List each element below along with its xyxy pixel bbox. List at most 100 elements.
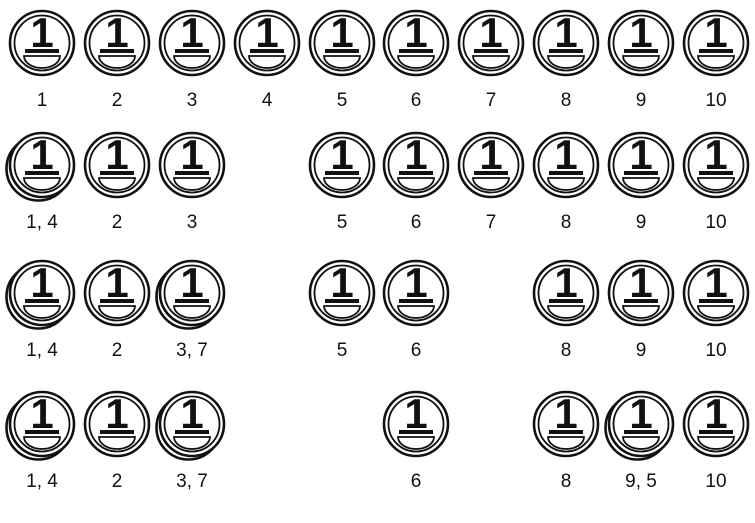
coin-label: 9, 5 <box>625 471 657 492</box>
coin-numeral: 1 <box>30 9 53 56</box>
coin-stack: 1 10 <box>684 131 748 233</box>
coin-label: 10 <box>705 212 726 233</box>
coin-label: 10 <box>705 340 726 361</box>
coin-stack: 15 <box>310 259 374 361</box>
coin-label: 8 <box>561 90 572 111</box>
coin-label: 4 <box>262 90 273 111</box>
coin-stack: 16 <box>384 259 448 361</box>
coin-label: 5 <box>337 90 348 111</box>
coin-numeral: 1 <box>629 131 652 178</box>
coin-numeral: 1 <box>554 131 577 178</box>
coin-stack: 14 <box>235 9 299 111</box>
coin-numeral: 1 <box>105 259 128 306</box>
coin-numeral: 1 <box>180 9 203 56</box>
coin-numeral: 1 <box>30 131 53 178</box>
coin-label: 6 <box>411 340 422 361</box>
coin-label: 8 <box>561 212 572 233</box>
coin-stack: 1 9, 5 <box>606 390 674 492</box>
coin-numeral: 1 <box>479 131 502 178</box>
coin-label: 3 <box>187 90 198 111</box>
coin-numeral: 1 <box>554 259 577 306</box>
coin-stack: 17 <box>459 9 523 111</box>
coin-numeral: 1 <box>629 9 652 56</box>
coin-label: 3, 7 <box>176 471 208 492</box>
coin-label: 2 <box>112 90 123 111</box>
coin-stack: 1 1, 4 <box>7 259 75 361</box>
coin-numeral: 1 <box>554 390 577 437</box>
coin-numeral: 1 <box>105 390 128 437</box>
coin-stack: 1 1, 4 <box>7 131 75 233</box>
coin-stack: 18 <box>534 131 598 233</box>
coin-label: 5 <box>337 340 348 361</box>
coin-stack: 18 <box>534 390 598 492</box>
coin-label: 1 <box>37 90 48 111</box>
coin-stack: 1 1, 4 <box>7 390 75 492</box>
coin-label: 9 <box>636 340 647 361</box>
coin-stack: 19 <box>609 131 673 233</box>
coin-numeral: 1 <box>255 9 278 56</box>
coin-stack: 11 <box>10 9 74 111</box>
coin-stack: 15 <box>310 131 374 233</box>
coin-stack: 18 <box>534 9 598 111</box>
coin-stack: 12 <box>85 131 149 233</box>
coin-label: 7 <box>486 212 497 233</box>
coin-label: 10 <box>705 90 726 111</box>
coin-numeral: 1 <box>404 390 427 437</box>
coin-stack: 16 <box>384 9 448 111</box>
coin-label: 1, 4 <box>26 212 58 233</box>
coin-stack: 16 <box>384 131 448 233</box>
coin-stack: 16 <box>384 390 448 492</box>
coin-label: 6 <box>411 90 422 111</box>
coin-numeral: 1 <box>180 390 203 437</box>
coin-numeral: 1 <box>704 131 727 178</box>
coin-numeral: 1 <box>330 131 353 178</box>
coin-stack: 12 <box>85 390 149 492</box>
coin-stack: 12 <box>85 9 149 111</box>
coin-label: 7 <box>486 90 497 111</box>
coin-stack: 110 <box>684 390 748 492</box>
coin-numeral: 1 <box>629 259 652 306</box>
coin-numeral: 1 <box>629 390 652 437</box>
coin-label: 1, 4 <box>26 340 58 361</box>
coin-label: 3 <box>187 212 198 233</box>
coin-numeral: 1 <box>704 259 727 306</box>
coin-stack: 12 <box>85 259 149 361</box>
coin-label: 9 <box>636 212 647 233</box>
coin-label: 10 <box>705 471 726 492</box>
coin-label: 8 <box>561 471 572 492</box>
coin-label: 1, 4 <box>26 471 58 492</box>
coin-numeral: 1 <box>704 9 727 56</box>
coin-label: 6 <box>411 471 422 492</box>
coin-stack: 1 10 <box>684 9 748 111</box>
coin-label: 2 <box>112 340 123 361</box>
coin-label: 5 <box>337 212 348 233</box>
coin-numeral: 1 <box>479 9 502 56</box>
coin-label: 2 <box>112 212 123 233</box>
coin-label: 6 <box>411 212 422 233</box>
coin-numeral: 1 <box>180 259 203 306</box>
coin-numeral: 1 <box>330 259 353 306</box>
coin-numeral: 1 <box>30 390 53 437</box>
coin-stack: 1 3, 7 <box>157 259 225 361</box>
coin-stack: 1 3, 7 <box>157 390 225 492</box>
coin-numeral: 1 <box>404 131 427 178</box>
coin-numeral: 1 <box>330 9 353 56</box>
coin-stack: 13 <box>160 9 224 111</box>
coin-stack: 18 <box>534 259 598 361</box>
coin-numeral: 1 <box>105 9 128 56</box>
coin-stack: 17 <box>459 131 523 233</box>
coin-stack: 13 <box>160 131 224 233</box>
coin-stack: 19 <box>609 259 673 361</box>
coin-label: 8 <box>561 340 572 361</box>
coin-numeral: 1 <box>30 259 53 306</box>
coin-numeral: 1 <box>105 131 128 178</box>
coin-label: 3, 7 <box>176 340 208 361</box>
coin-numeral: 1 <box>404 259 427 306</box>
coin-stack: 15 <box>310 9 374 111</box>
coin-stack: 1 10 <box>684 259 748 361</box>
